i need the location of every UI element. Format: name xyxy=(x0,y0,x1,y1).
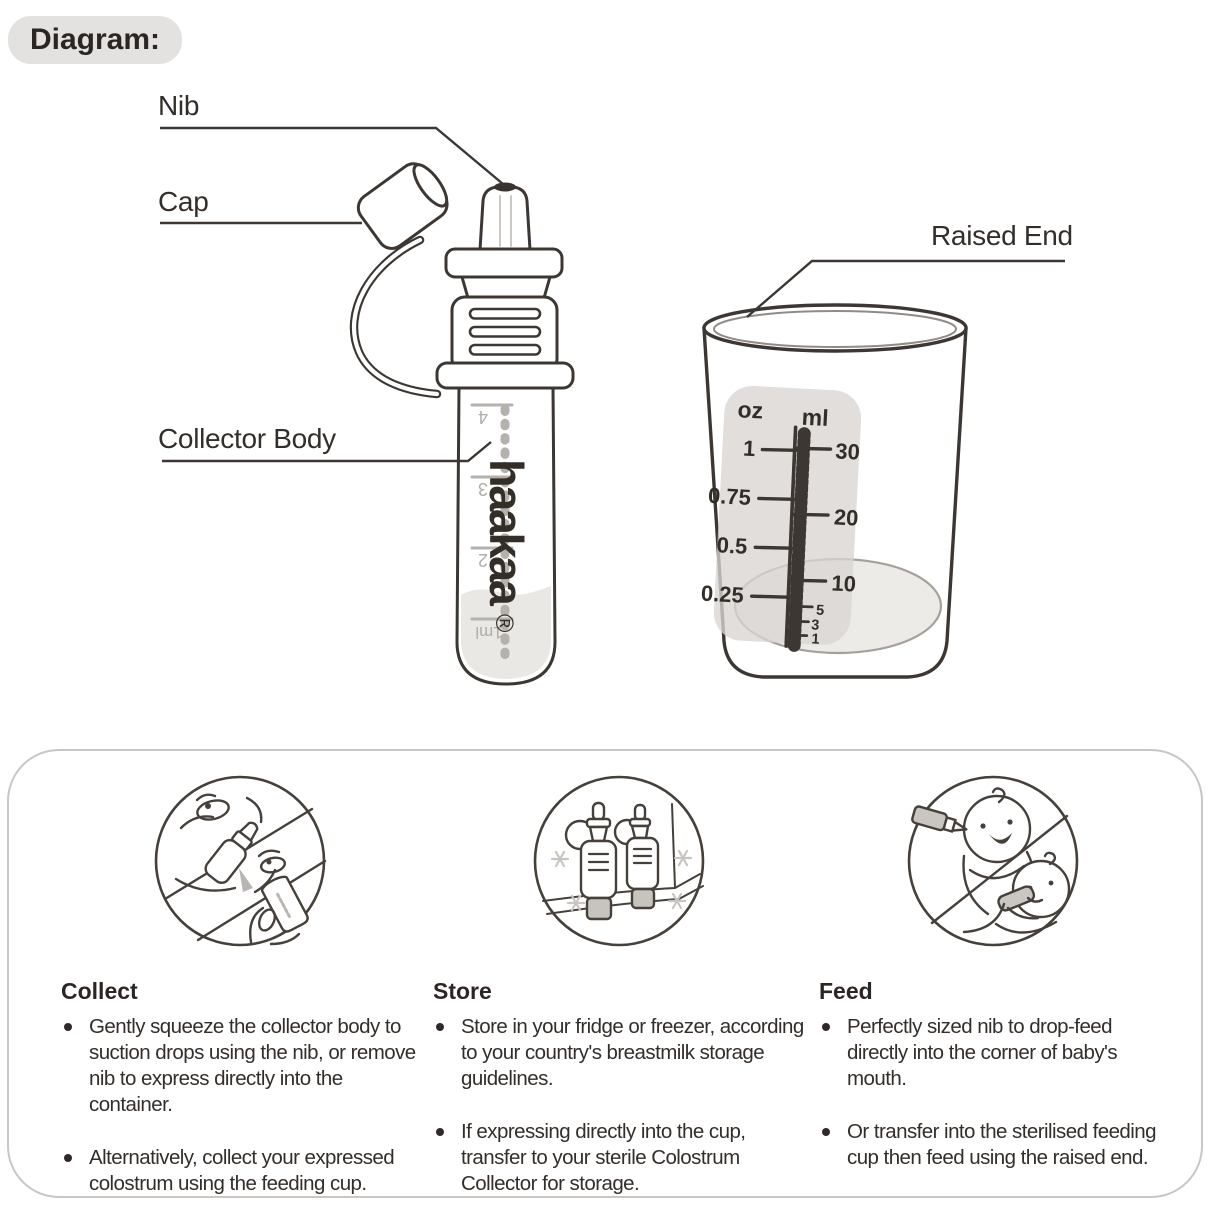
bottle-liquid xyxy=(461,586,551,679)
svg-text:3: 3 xyxy=(811,617,820,633)
cup-raised-rim xyxy=(702,303,968,353)
store-bullet-list: Store in your fridge or freezer, accordi… xyxy=(433,1014,805,1197)
snowflake-icon xyxy=(550,850,570,868)
grip-slot xyxy=(468,307,542,320)
stored-collector-1 xyxy=(579,801,618,921)
svg-text:20: 20 xyxy=(833,504,859,530)
section-title-collect: Collect xyxy=(61,978,138,1004)
section-title-store: Store xyxy=(433,978,492,1004)
svg-text:10: 10 xyxy=(831,570,857,596)
cup-feeding xyxy=(997,885,1036,912)
collector-body-leader-line xyxy=(162,441,492,463)
feed-bullet-list: Perfectly sized nib to drop-feed directl… xyxy=(819,1014,1167,1171)
bullet-item: Gently squeeze the collector body to suc… xyxy=(61,1014,419,1118)
section-feed: Feed Perfectly sized nib to drop-feed di… xyxy=(819,769,1167,1224)
feed-illustration xyxy=(819,769,1167,970)
section-store: Store Store in your fridge or freezer, a… xyxy=(433,769,805,1224)
svg-text:5: 5 xyxy=(816,603,825,619)
bullet-item: Alternatively, collect your expressed co… xyxy=(61,1145,419,1197)
collect-illustration xyxy=(61,769,419,970)
bullet-item: Or transfer into the sterilised feeding … xyxy=(819,1119,1167,1171)
cap-strap xyxy=(349,235,442,399)
nib-tip xyxy=(494,182,516,192)
dropper-feeding xyxy=(911,805,968,833)
nib-leader-line xyxy=(160,126,504,185)
product-diagram-canvas: 4 3 2 1ml haakaa ® xyxy=(160,126,1065,686)
body-flare xyxy=(435,361,575,390)
snowflake-icon xyxy=(673,849,693,867)
collect-circle-icon xyxy=(154,775,327,947)
feeding-cup-drawing: oz ml 1 0.75 0.5 0.25 30 20 10 5 3 1 xyxy=(700,303,968,679)
svg-text:1: 1 xyxy=(743,436,757,462)
cap-label: Cap xyxy=(158,186,209,217)
section-collect: Collect Gently squeeze the collector bod… xyxy=(61,769,419,1224)
svg-text:1ml: 1ml xyxy=(475,623,502,642)
page-title: Diagram: xyxy=(8,16,183,64)
leader-lines xyxy=(160,126,1065,463)
svg-text:30: 30 xyxy=(835,438,861,464)
bullet-item: Perfectly sized nib to drop-feed directl… xyxy=(819,1014,1167,1092)
nib-drawing xyxy=(478,186,532,252)
store-circle-icon xyxy=(533,775,705,947)
raised-end-label: Raised End xyxy=(931,220,1073,251)
bottle-scale xyxy=(470,403,514,664)
collar-neck xyxy=(460,275,552,300)
brand-registered-mark: ® xyxy=(490,614,518,633)
svg-text:4: 4 xyxy=(478,407,488,427)
svg-text:0.5: 0.5 xyxy=(716,532,748,559)
cap-drawing xyxy=(356,162,449,250)
cup-scale: oz ml 1 0.75 0.5 0.25 30 20 10 5 3 1 xyxy=(700,385,862,653)
svg-text:3: 3 xyxy=(478,479,488,499)
grip-slot xyxy=(468,325,542,338)
svg-text:ml: ml xyxy=(801,404,829,431)
feed-circle-icon xyxy=(907,775,1079,947)
bullet-item: If expressing directly into the cup, tra… xyxy=(433,1119,805,1197)
collect-bullet-list: Gently squeeze the collector body to suc… xyxy=(61,1014,419,1197)
svg-text:0.75: 0.75 xyxy=(707,483,751,510)
section-title-feed: Feed xyxy=(819,978,873,1004)
brand-logo: haakaa xyxy=(480,459,533,607)
grip-slot xyxy=(468,343,542,356)
raised-end-leader-line xyxy=(746,259,1065,318)
svg-text:1: 1 xyxy=(811,631,820,647)
store-illustration xyxy=(433,769,805,970)
bottle-scale-numbers: 4 3 2 1ml xyxy=(475,407,502,642)
svg-text:0.25: 0.25 xyxy=(700,581,744,608)
instructions-panel: Collect Gently squeeze the collector bod… xyxy=(7,749,1203,1198)
svg-text:2: 2 xyxy=(478,550,488,570)
collar-flange xyxy=(444,247,564,279)
collector-body-label: Collector Body xyxy=(158,423,336,454)
bullet-item: Store in your fridge or freezer, accordi… xyxy=(433,1014,805,1092)
nib-label: Nib xyxy=(158,90,200,121)
svg-text:oz: oz xyxy=(737,396,764,423)
stored-collector-2 xyxy=(625,803,660,910)
cup-scale-labels: oz ml 1 0.75 0.5 0.25 30 20 10 5 3 1 xyxy=(700,396,861,648)
colostrum-collector-drawing: 4 3 2 1ml haakaa ® xyxy=(349,162,575,686)
